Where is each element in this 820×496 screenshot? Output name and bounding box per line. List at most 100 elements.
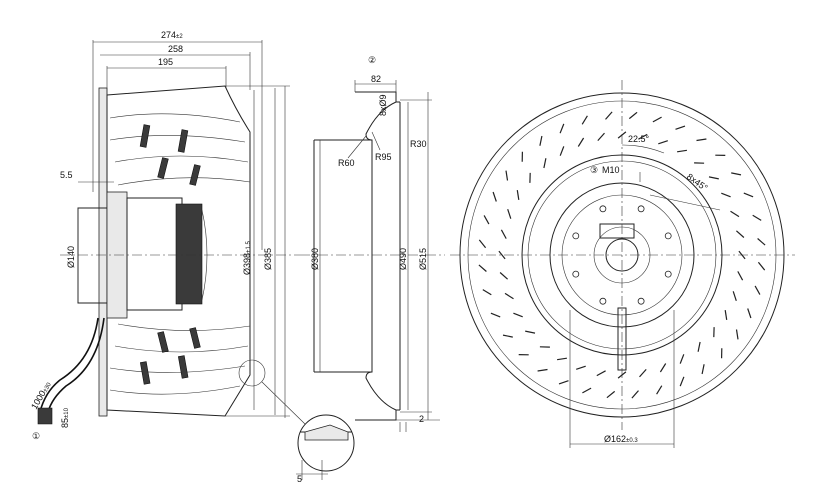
blade-mark — [696, 138, 707, 142]
blade-mark — [639, 369, 647, 378]
blade-mark — [559, 123, 565, 134]
bolt-hole — [572, 270, 580, 278]
dim-8x9: 8xØ9 — [378, 94, 388, 116]
nozzle-section-view — [300, 80, 445, 432]
dim-85: 85±10 — [60, 407, 70, 428]
blade-mark — [732, 291, 737, 301]
dim-r30: R30 — [410, 139, 427, 149]
bolt-hole — [637, 205, 645, 213]
blade-mark — [577, 137, 585, 147]
detail-view-circle — [297, 414, 355, 472]
blade-mark — [539, 135, 543, 146]
front-view — [450, 80, 795, 448]
motor-rotor — [175, 203, 203, 305]
bolt-hole — [664, 270, 672, 278]
blade-mark — [628, 111, 638, 120]
blade-mark — [559, 146, 565, 156]
blade-mark — [679, 354, 685, 364]
bolt-hole — [572, 232, 580, 240]
dim-5-5: 5.5 — [60, 170, 73, 180]
blade-mark — [478, 264, 487, 272]
blade-mark — [478, 239, 487, 249]
mounting-plate — [98, 87, 108, 417]
blade-mark — [735, 329, 739, 340]
blade-mark — [697, 341, 701, 352]
dim-385: Ø385 — [263, 248, 273, 270]
blade-mark — [576, 365, 586, 370]
bolt-hole — [637, 297, 645, 305]
blade-mark — [507, 209, 512, 219]
dim-258: 258 — [168, 44, 183, 54]
dim-398: Ø398+1.5 — [242, 240, 252, 275]
dim-m10: M10 — [602, 165, 620, 175]
blade-mark — [543, 158, 547, 169]
dim-r60: R60 — [338, 158, 355, 168]
blade-mark — [597, 132, 605, 141]
callout-2: ② — [368, 55, 376, 65]
dim-162: Ø162±0.3 — [604, 434, 638, 444]
label-plate — [599, 223, 635, 239]
blade-mark — [675, 125, 686, 130]
blade-mark — [658, 140, 668, 145]
blade-mark — [736, 230, 745, 238]
blade-mark — [617, 371, 627, 379]
bolt-hole — [664, 232, 672, 240]
blade-mark — [513, 312, 523, 318]
blade-mark — [500, 229, 507, 239]
dim-490: Ø490 — [398, 248, 408, 270]
blade-mark — [504, 292, 514, 300]
cable-end — [37, 407, 53, 425]
callout-1: ① — [32, 431, 40, 441]
blade-mark — [747, 308, 752, 319]
dim-274: 274±2 — [161, 30, 183, 40]
blade-mark — [677, 149, 687, 153]
blade-mark — [656, 385, 663, 395]
blade-mark — [516, 190, 520, 200]
dim-5: 5 — [297, 474, 302, 484]
dim-2: 2 — [419, 414, 424, 424]
blade-mark — [738, 250, 746, 260]
blade-mark — [498, 250, 506, 260]
dim-195: 195 — [158, 57, 173, 67]
blade-mark — [483, 215, 490, 225]
blade-mark — [492, 191, 497, 202]
blade-mark — [499, 272, 508, 280]
blade-mark — [605, 111, 613, 120]
blade-mark — [617, 131, 627, 139]
blade-mark — [754, 285, 761, 295]
dim-380: Ø380 — [310, 248, 320, 270]
bolt-holes — [572, 205, 672, 305]
dim-515: Ø515 — [418, 248, 428, 270]
blade-mark — [502, 334, 513, 338]
blade-mark — [737, 271, 744, 281]
blade-mark — [482, 289, 492, 296]
blade-mark — [730, 210, 740, 218]
inlet-ring — [355, 91, 397, 421]
blade-mark — [606, 390, 616, 399]
impeller-contour — [106, 85, 251, 417]
blade-mark — [582, 387, 592, 394]
blade-mark — [558, 380, 569, 385]
dim-r95: R95 — [375, 152, 392, 162]
blade-mark — [537, 368, 548, 372]
blade-mark — [721, 192, 731, 198]
blade-mark — [757, 238, 766, 246]
blade-mark — [752, 214, 762, 221]
bolt-hole — [599, 205, 607, 213]
bolt-hole — [599, 297, 607, 305]
dim-140: Ø140 — [66, 246, 76, 268]
blade-mark — [490, 312, 501, 318]
blade-mark — [638, 133, 648, 140]
blade-mark — [724, 310, 728, 320]
blade-mark — [743, 192, 754, 198]
blade-marks — [478, 111, 766, 399]
blade-mark — [731, 172, 742, 176]
dim-82: 82 — [371, 74, 381, 84]
callout-3: ③ — [590, 165, 598, 175]
blade-mark — [659, 363, 667, 373]
blade-mark — [631, 390, 639, 399]
blade-mark — [679, 376, 685, 387]
blade-mark — [652, 116, 662, 123]
blade-mark — [708, 176, 719, 180]
